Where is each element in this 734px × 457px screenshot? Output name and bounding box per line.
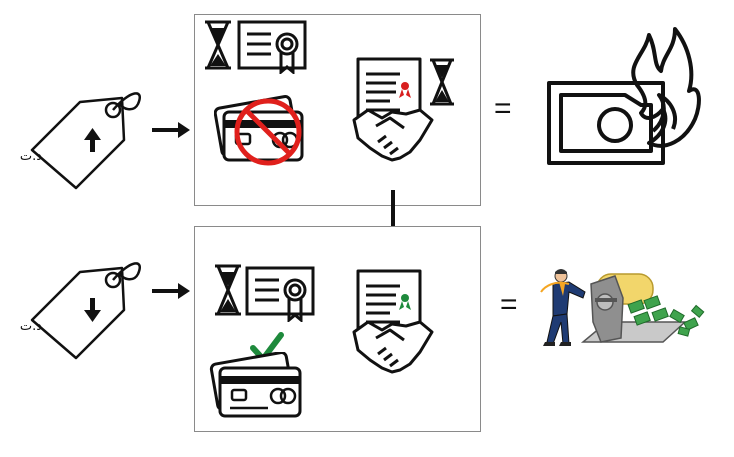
equals-sign: = (494, 92, 512, 125)
equals-sign: = (500, 288, 518, 321)
contract-handshake-icon (352, 57, 434, 162)
hourglass-icon (430, 58, 454, 106)
arrow-right-icon (152, 122, 190, 138)
arrow-right-icon (152, 283, 190, 299)
certificate-icon (245, 266, 315, 322)
hourglass-icon (205, 20, 231, 70)
arrow-up-icon (84, 128, 101, 152)
prohibited-sign-icon (234, 98, 302, 166)
contract-handshake-icon (352, 269, 434, 374)
man-printing-money-illustration (540, 269, 705, 346)
price-tag-label: د.ت (20, 149, 42, 164)
price-tag-up-icon: د.ت (20, 92, 141, 190)
hourglass-icon (215, 264, 241, 316)
price-tag-down-icon: د.ت (20, 262, 141, 360)
credit-cards-icon (209, 352, 302, 418)
certificate-icon (237, 20, 307, 74)
burning-money-icon (547, 27, 701, 165)
price-tag-label: د.ت (20, 319, 42, 334)
arrow-down-icon (84, 298, 101, 322)
